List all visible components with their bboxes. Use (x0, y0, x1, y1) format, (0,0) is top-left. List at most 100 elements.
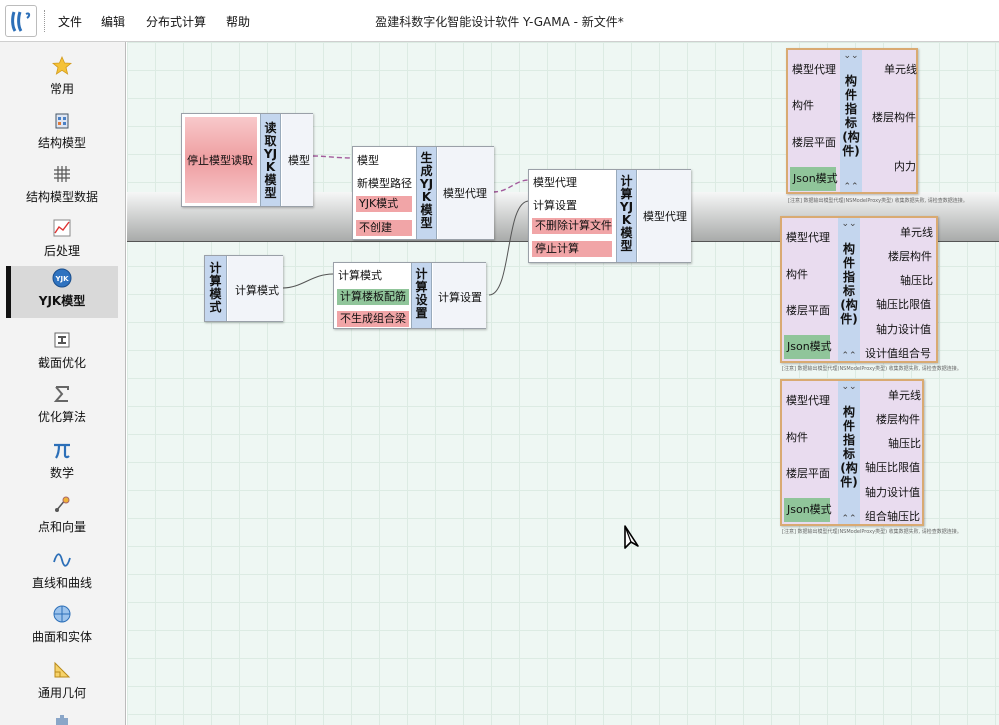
app-logo[interactable] (5, 5, 37, 37)
node-title-bar: 读取YJK模型 (260, 114, 281, 206)
output-floor-component[interactable]: 楼层构件 (888, 250, 932, 263)
input-keep-calc-files[interactable]: 不删除计算文件 (532, 218, 612, 234)
node-generate-yjk-model[interactable]: 模型 新模型路径 YJK模式 不创建 生成YJK模型 模型代理 (352, 146, 494, 240)
menu-bar: 文件 编辑 分布式计算 帮助 盈建科数字化智能设计软件 Y-GAMA - 新文件… (0, 0, 999, 42)
node-title-bar: 计算设置 (411, 263, 432, 328)
window-title: 盈建科数字化智能设计软件 Y-GAMA - 新文件* (375, 15, 624, 29)
input-calc-slab-rebar[interactable]: 计算楼板配筋 (337, 289, 409, 305)
collapse-up-icon[interactable]: ⌄⌄ (841, 382, 857, 392)
node-calc-mode[interactable]: 计算模式 计算模式 (204, 255, 283, 322)
input-yjk-mode[interactable]: YJK模式 (356, 196, 412, 212)
input-calc-setting[interactable]: 计算设置 (533, 199, 577, 212)
node-component-index-2[interactable]: 模型代理 构件 楼层平面 Json模式 ⌄⌄ 构件指标(构件) ⌃⌃ 单元线 楼… (780, 216, 938, 363)
sidebar-item-general-geometry[interactable]: 通用几何 (6, 658, 118, 710)
output-floor-component[interactable]: 楼层构件 (872, 111, 916, 124)
output-axial-ratio[interactable]: 轴压比 (888, 437, 921, 450)
input-component[interactable]: 构件 (786, 431, 808, 444)
input-new-model-path[interactable]: 新模型路径 (357, 177, 412, 190)
node-calc-setting[interactable]: 计算模式 计算楼板配筋 不生成组合梁 计算设置 计算设置 (333, 262, 486, 329)
output-calc-mode[interactable]: 计算模式 (235, 284, 279, 297)
star-icon (52, 56, 72, 75)
expand-icon[interactable]: ⌃⌃ (841, 351, 857, 361)
output-element-line[interactable]: 单元线 (888, 389, 921, 402)
output-axial-ratio-limit[interactable]: 轴压比限值 (876, 298, 931, 311)
input-no-composite-beam[interactable]: 不生成组合梁 (337, 311, 409, 327)
input-stop-model-read[interactable]: 停止模型读取 (185, 117, 257, 203)
output-floor-component[interactable]: 楼层构件 (876, 413, 920, 426)
output-element-line[interactable]: 单元线 (884, 63, 917, 76)
sidebar-item-label: 后处理 (43, 244, 80, 258)
logo-icon (11, 11, 31, 32)
sigma-icon (53, 386, 69, 402)
input-model-proxy[interactable]: 模型代理 (533, 176, 577, 189)
sidebar-item-postprocess[interactable]: 后处理 (6, 216, 118, 268)
output-axial-ratio[interactable]: 轴压比 (900, 274, 933, 287)
node-title-bar: ⌄⌄ 构件指标(构件) ⌃⌃ (838, 218, 860, 361)
sidebar-item-common[interactable]: 常用 (6, 54, 118, 106)
input-model-proxy[interactable]: 模型代理 (792, 63, 836, 76)
wire-model-proxy (492, 179, 530, 193)
input-component[interactable]: 构件 (792, 99, 814, 112)
sidebar-item-label: 直线和曲线 (31, 576, 92, 590)
output-model-proxy[interactable]: 模型代理 (443, 187, 487, 200)
output-calc-setting[interactable]: 计算设置 (438, 291, 482, 304)
output-combo-axial-ratio[interactable]: 组合轴压比 (865, 510, 920, 523)
node-component-index-3[interactable]: 模型代理 构件 楼层平面 Json模式 ⌄⌄ 构件指标(构件) ⌃⌃ 单元线 楼… (780, 379, 924, 526)
input-stop-calc[interactable]: 停止计算 (532, 241, 612, 257)
output-design-combo-no[interactable]: 设计值组合号 (865, 347, 931, 360)
output-model-proxy[interactable]: 模型代理 (643, 210, 687, 223)
node-title: 构件指标(构件) (840, 242, 858, 326)
input-component[interactable]: 构件 (786, 268, 808, 281)
wire-calc-setting (488, 200, 530, 296)
sidebar-item-surface-solid[interactable]: 曲面和实体 (6, 602, 118, 654)
output-axial-design-value[interactable]: 轴力设计值 (876, 323, 931, 336)
sidebar-item-opt-algorithm[interactable]: 优化算法 (6, 382, 118, 434)
collapse-up-icon[interactable]: ⌄⌄ (841, 219, 857, 229)
node-warning-note: [注意] 数据输出模型代理(NSModelProxy类型) 收集数据失败, 请检… (782, 529, 962, 535)
input-floor-plan[interactable]: 楼层平面 (786, 467, 830, 480)
output-element-line[interactable]: 单元线 (900, 226, 933, 239)
output-axial-design-value[interactable]: 轴力设计值 (865, 486, 920, 499)
sidebar-item-label: 点和向量 (37, 520, 86, 534)
sidebar-item-line-curve[interactable]: 直线和曲线 (6, 548, 118, 600)
sidebar-item-point-vector[interactable]: 点和向量 (6, 492, 118, 544)
input-json-mode[interactable]: Json模式 (784, 335, 832, 359)
input-model[interactable]: 模型 (357, 154, 379, 167)
sidebar-item-structure-model[interactable]: 结构模型 (6, 108, 118, 160)
node-title: 计算设置 (415, 267, 428, 320)
node-title: 计算YJK模型 (619, 174, 634, 253)
input-model-proxy[interactable]: 模型代理 (786, 394, 830, 407)
sidebar-item-yjk-model[interactable]: YJK YJK模型 (6, 266, 118, 318)
sidebar-item-section-opt[interactable]: 截面优化 (6, 328, 118, 380)
node-component-index-1[interactable]: 模型代理 构件 楼层平面 Json模式 ⌄⌄ 构件指标(构件) ⌃⌃ 单元线 楼… (786, 48, 918, 194)
input-floor-plan[interactable]: 楼层平面 (786, 304, 830, 317)
menu-edit[interactable]: 编辑 (101, 15, 126, 29)
node-title: 构件指标(构件) (842, 74, 860, 158)
sidebar-item-math[interactable]: 数学 (6, 438, 118, 490)
menu-file[interactable]: 文件 (58, 15, 83, 29)
input-calc-mode[interactable]: 计算模式 (338, 269, 382, 282)
node-title-bar: ⌄⌄ 构件指标(构件) ⌃⌃ (838, 381, 860, 524)
menu-help[interactable]: 帮助 (226, 15, 251, 29)
more-tools-icon (56, 715, 68, 725)
node-title: 读取YJK模型 (263, 121, 278, 200)
node-warning-note: [注意] 数据输出模型代理(NSModelProxy类型) 收集数据失败, 请检… (782, 366, 962, 372)
sidebar-item-structure-data[interactable]: 结构模型数据 (6, 162, 118, 214)
sidebar-item-label: 截面优化 (37, 356, 86, 370)
wire-model (312, 155, 354, 159)
expand-icon[interactable]: ⌃⌃ (843, 182, 859, 192)
menu-distributed[interactable]: 分布式计算 (146, 15, 207, 29)
output-internal-force[interactable]: 内力 (894, 160, 916, 173)
node-canvas[interactable]: 停止模型读取 读取YJK模型 模型 模型 新模型路径 YJK模式 不创建 生成Y… (127, 42, 999, 725)
output-axial-ratio-limit[interactable]: 轴压比限值 (865, 461, 920, 474)
collapse-up-icon[interactable]: ⌄⌄ (843, 51, 859, 61)
node-calc-yjk-model[interactable]: 模型代理 计算设置 不删除计算文件 停止计算 计算YJK模型 模型代理 (528, 169, 691, 263)
expand-icon[interactable]: ⌃⌃ (841, 514, 857, 524)
input-floor-plan[interactable]: 楼层平面 (792, 136, 836, 149)
input-json-mode[interactable]: Json模式 (784, 498, 832, 522)
input-model-proxy[interactable]: 模型代理 (786, 231, 830, 244)
input-json-mode[interactable]: Json模式 (790, 167, 838, 191)
output-model[interactable]: 模型 (288, 154, 310, 167)
node-read-yjk-model[interactable]: 停止模型读取 读取YJK模型 模型 (181, 113, 313, 207)
input-no-create[interactable]: 不创建 (356, 220, 412, 236)
